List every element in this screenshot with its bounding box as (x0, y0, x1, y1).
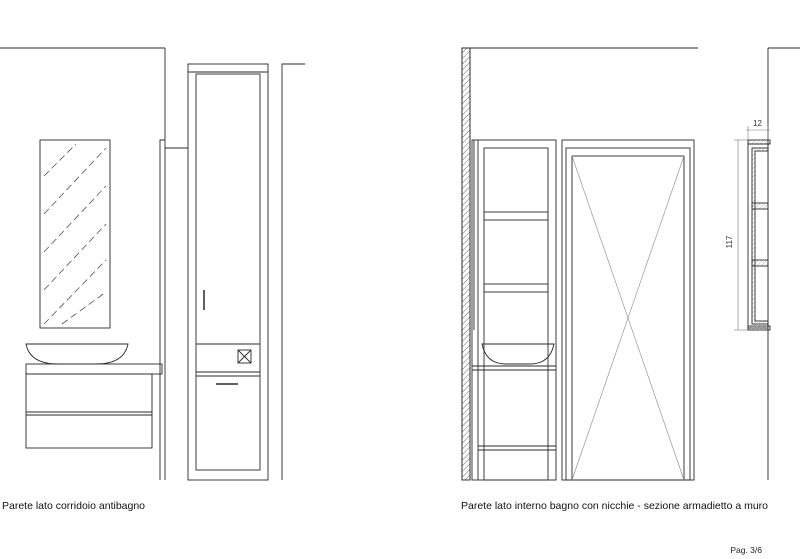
caption-right-elevation: Parete lato interno bagno con nicchie - … (461, 500, 769, 512)
niche-shelving (471, 139, 557, 481)
sink-basin-left (25, 343, 129, 365)
tall-cabinet (187, 63, 269, 481)
sink-basin-right (481, 343, 555, 365)
mirror (39, 139, 111, 329)
left-elevation (0, 47, 305, 481)
dimension-lines (734, 126, 770, 331)
outlet-box (237, 349, 252, 364)
wall-section-hatched (461, 47, 471, 481)
jamb-left (159, 139, 165, 480)
wall-segment-left-right (281, 63, 305, 480)
dimension-depth-label: 12 (753, 119, 762, 128)
right-elevation (461, 47, 800, 481)
wall-cabinet-section (747, 139, 771, 331)
door (561, 139, 695, 481)
vanity-body-left (25, 373, 153, 449)
caption-left-elevation: Parete lato corridoio antibagno (2, 500, 146, 512)
page-number: Pag. 3/6 (730, 545, 762, 555)
vanity-top-left (25, 363, 163, 375)
dimension-height-label: 117 (725, 235, 734, 248)
